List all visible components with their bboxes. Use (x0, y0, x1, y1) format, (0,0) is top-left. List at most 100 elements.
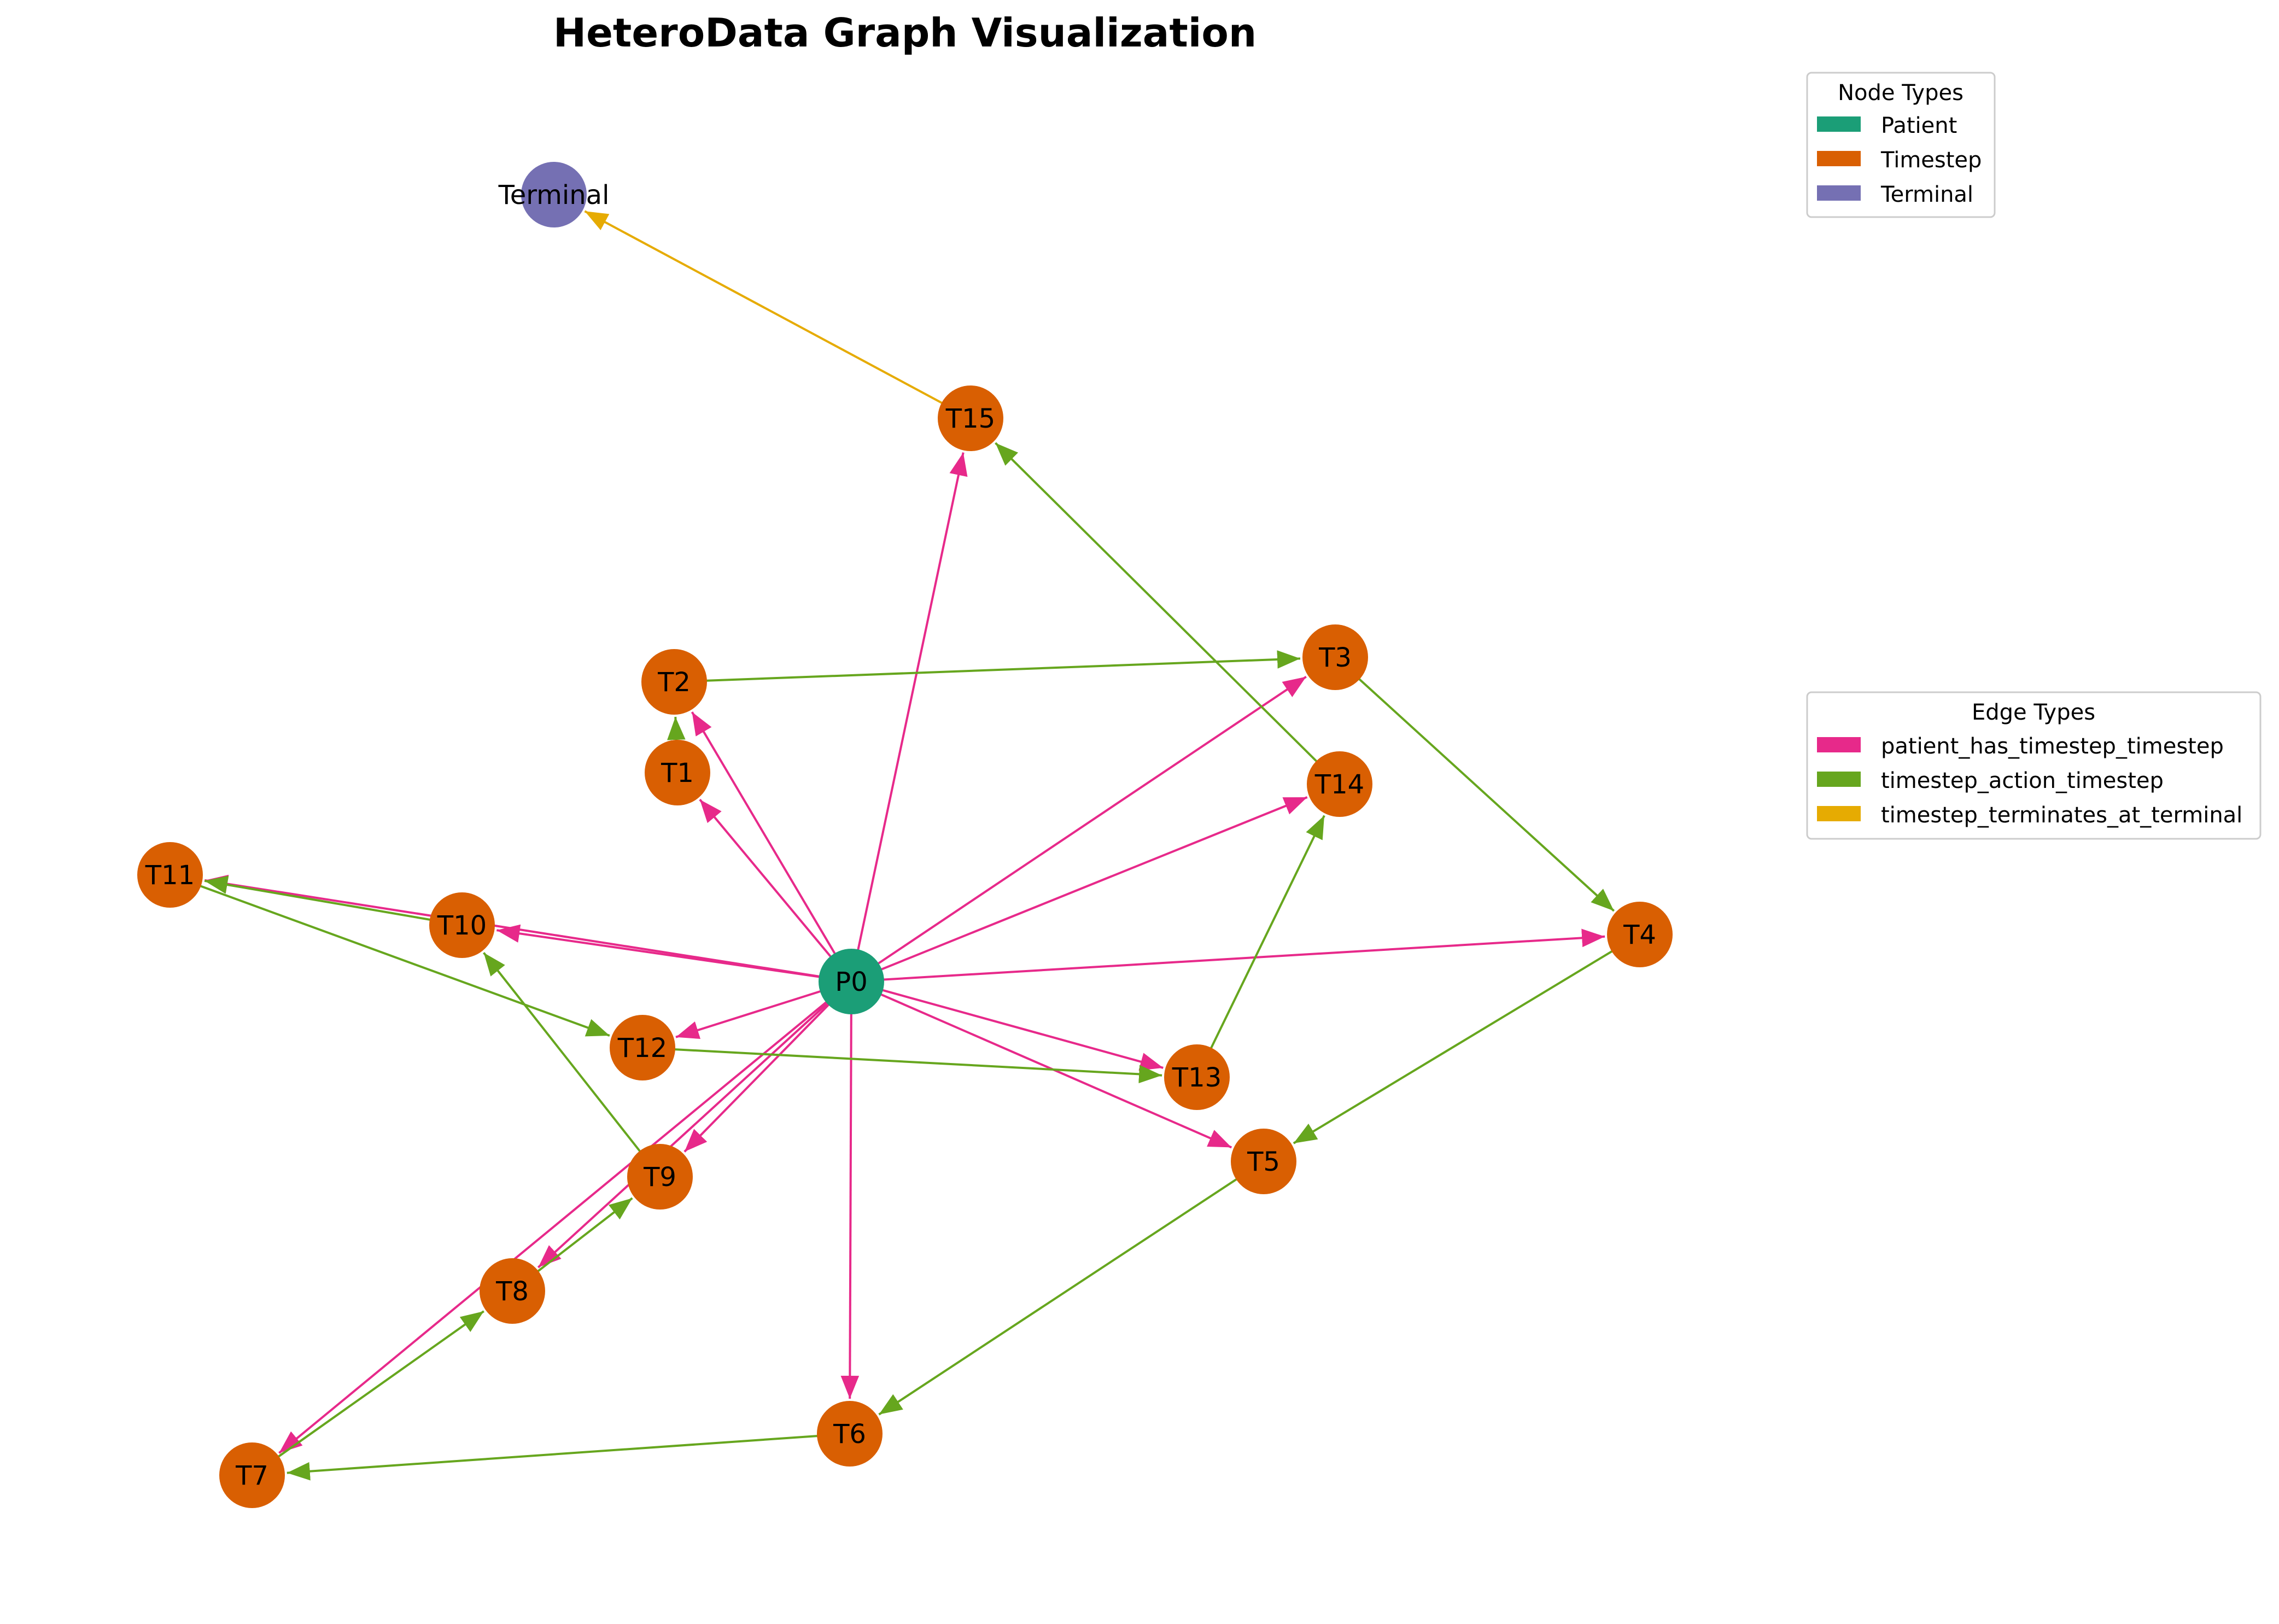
node-types-legend: Node Types Patient Timestep Terminal (1806, 72, 1996, 218)
node-t7: T7 (219, 1442, 285, 1508)
node-label-t4: T4 (1623, 920, 1656, 950)
edge-types-legend: Edge Types patient_has_timestep_timestep… (1806, 691, 2262, 840)
node-circle-t7 (219, 1442, 285, 1508)
edge-t10-to-t11 (204, 875, 443, 923)
legend-label-terminates-at-terminal: timestep_terminates_at_terminal (1881, 803, 2242, 828)
node-label-t5: T5 (1247, 1147, 1280, 1177)
legend-swatch-patient (1817, 116, 1861, 132)
edge-legend-title: Edge Types (1972, 700, 2095, 725)
edge-t12-to-t13 (662, 1047, 1162, 1084)
node-t15: T15 (938, 385, 1003, 451)
node-label-t13: T13 (1172, 1062, 1222, 1093)
node-label-t10: T10 (437, 910, 487, 941)
node-circle-p0 (819, 949, 884, 1014)
node-label-t2: T2 (657, 667, 691, 698)
node-t3: T3 (1302, 624, 1368, 690)
node-circle-t8 (480, 1258, 545, 1324)
node-circle-t13 (1164, 1044, 1230, 1110)
node-t1: T1 (645, 740, 710, 805)
edge-p0-to-t15 (854, 452, 968, 963)
node-circle-t11 (137, 842, 203, 908)
node-terminal: Terminal (498, 162, 610, 227)
node-t12: T12 (610, 1015, 675, 1080)
node-label-t12: T12 (617, 1033, 667, 1064)
edge-p0-to-t2 (691, 711, 843, 966)
node-circle-t14 (1307, 751, 1372, 817)
node-circle-t5 (1231, 1129, 1296, 1194)
legend-swatch-timestep-action (1817, 772, 1861, 787)
node-circle-t4 (1607, 902, 1673, 967)
edge-t8-to-t9 (527, 1197, 633, 1280)
node-circle-t6 (817, 1401, 883, 1467)
node-circle-t10 (429, 892, 495, 958)
node-t9: T9 (627, 1144, 693, 1210)
node-t6: T6 (817, 1401, 883, 1467)
node-circle-terminal (521, 162, 587, 227)
node-label-t9: T9 (643, 1162, 676, 1193)
node-label-t11: T11 (145, 860, 195, 891)
node-p0: P0 (819, 949, 884, 1014)
edge-p0-to-t3 (867, 675, 1307, 972)
edge-t7-to-t8 (267, 1310, 484, 1465)
node-label-t1: T1 (661, 758, 694, 788)
node-circle-t2 (641, 649, 707, 715)
edge-t11-to-t12 (188, 880, 610, 1037)
edges-layer (188, 210, 1624, 1481)
node-legend-title: Node Types (1838, 80, 1964, 106)
node-circle-t3 (1302, 624, 1368, 690)
edge-p0-to-t6 (840, 1001, 860, 1399)
node-label-t3: T3 (1318, 642, 1352, 673)
node-label-t14: T14 (1314, 769, 1364, 800)
node-legend-frame (1806, 72, 1996, 218)
edge-p0-to-t9 (683, 995, 839, 1153)
node-label-terminal: Terminal (498, 180, 610, 211)
node-circle-t9 (627, 1144, 693, 1210)
legend-label-patient: Patient (1881, 113, 1957, 138)
node-t2: T2 (641, 649, 707, 715)
node-label-t15: T15 (945, 404, 995, 434)
edge-t5-to-t6 (878, 1171, 1248, 1416)
node-t8: T8 (480, 1258, 545, 1324)
node-t13: T13 (1164, 1044, 1230, 1110)
legend-label-patient-has-timestep: patient_has_timestep_timestep (1881, 734, 2224, 759)
edge-t15-to-terminal (584, 210, 954, 410)
node-label-p0: P0 (835, 967, 867, 997)
legend-swatch-terminal (1817, 185, 1861, 201)
edge-p0-to-t13 (870, 985, 1164, 1071)
node-t14: T14 (1307, 751, 1372, 817)
chart-title: HeteroData Graph Visualization (553, 10, 1257, 56)
legend-label-timestep-action: timestep_action_timestep (1881, 768, 2164, 793)
edge-t3-to-t4 (1349, 669, 1615, 912)
legend-swatch-patient-has-timestep (1817, 737, 1861, 752)
node-circle-t15 (938, 385, 1003, 451)
legend-swatch-terminates-at-terminal (1817, 806, 1861, 821)
node-t4: T4 (1607, 902, 1673, 967)
edge-t13-to-t14 (1205, 815, 1325, 1060)
legend-label-terminal: Terminal (1880, 182, 1973, 207)
node-circle-t1 (645, 740, 710, 805)
edge-legend-frame (1806, 691, 2262, 840)
edge-p0-to-t14 (869, 796, 1308, 975)
node-t10: T10 (429, 892, 495, 958)
edge-t4-to-t5 (1293, 943, 1624, 1144)
legend-label-timestep: Timestep (1880, 148, 1982, 173)
edge-t14-to-t15 (995, 442, 1327, 772)
edge-p0-to-t11 (204, 874, 832, 980)
edge-p0-to-t12 (675, 986, 833, 1039)
edge-p0-to-t1 (699, 798, 840, 967)
node-label-t6: T6 (833, 1419, 866, 1450)
edge-p0-to-t4 (870, 928, 1605, 982)
edge-t6-to-t7 (287, 1434, 831, 1481)
node-label-t8: T8 (495, 1276, 529, 1307)
legend-swatch-timestep (1817, 151, 1861, 166)
edge-t9-to-t10 (483, 952, 649, 1162)
edge-p0-to-t8 (537, 994, 838, 1269)
node-t5: T5 (1231, 1129, 1296, 1194)
node-circle-t12 (610, 1015, 675, 1080)
edge-p0-to-t7 (278, 993, 837, 1454)
node-label-t7: T7 (235, 1461, 268, 1491)
node-t11: T11 (137, 842, 203, 908)
edge-t2-to-t3 (693, 650, 1301, 682)
